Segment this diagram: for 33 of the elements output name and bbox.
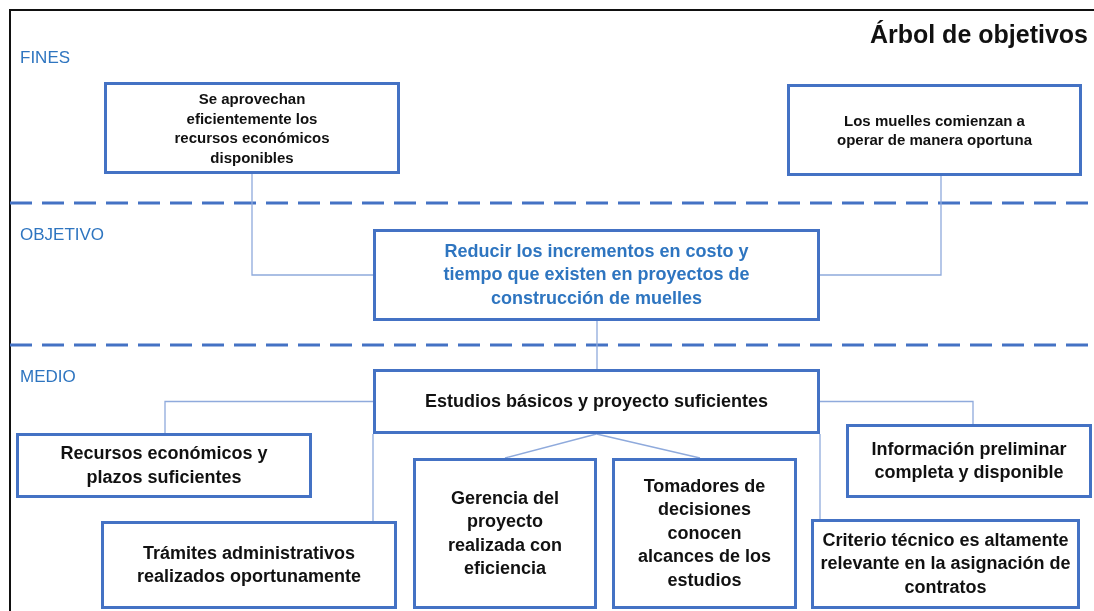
goal-box: [16, 433, 312, 498]
box-text: Trámites administrativos realizados oportunamente: [135, 541, 362, 588]
box-text: Estudios básicos y proyecto suficientes: [423, 389, 770, 413]
connector-line: [819, 400, 974, 425]
goal-box: [811, 519, 1080, 609]
box-text: Reducir los incrementos en costo y tiempo que existen en proyectos de construcción de muelles: [442, 239, 751, 310]
connector-line: [164, 400, 374, 434]
level-label: FINES: [20, 48, 71, 68]
goal-box: [101, 521, 397, 609]
connector-line: [595, 433, 701, 459]
box-text: Se aprovechan eficientemente los recursos económicos disponibles: [173, 89, 331, 167]
goal-box: [787, 84, 1082, 176]
box-text: Recursos económicos y plazos suficientes: [59, 442, 269, 489]
connector-line: [504, 433, 598, 459]
goal-box: [373, 369, 820, 434]
goal-box: [104, 82, 400, 174]
level-label: MEDIO: [20, 367, 76, 387]
connector-line: [596, 320, 598, 370]
goal-box: [413, 458, 597, 609]
box-text: Criterio técnico es altamente relevante en la asignación de contratos: [819, 528, 1072, 599]
connector-line: [251, 173, 374, 276]
objective-box: [373, 229, 820, 321]
level-label: OBJETIVO: [20, 225, 105, 245]
box-text: Información preliminar completa y disponible: [870, 437, 1068, 484]
goal-box: [612, 458, 797, 609]
box-text: Gerencia del proyecto realizada con eficiencia: [446, 486, 563, 580]
connector-line: [372, 433, 374, 522]
goal-box: [846, 424, 1092, 498]
diagram-title: Árbol de objetivos: [869, 20, 1088, 49]
box-text: Tomadores de decisiones conocen alcances de los estudios: [636, 475, 773, 592]
connector-line: [819, 175, 942, 276]
box-text: Los muelles comienzan a operar de manera oportuna: [835, 110, 1033, 150]
connector-line: [819, 433, 821, 520]
